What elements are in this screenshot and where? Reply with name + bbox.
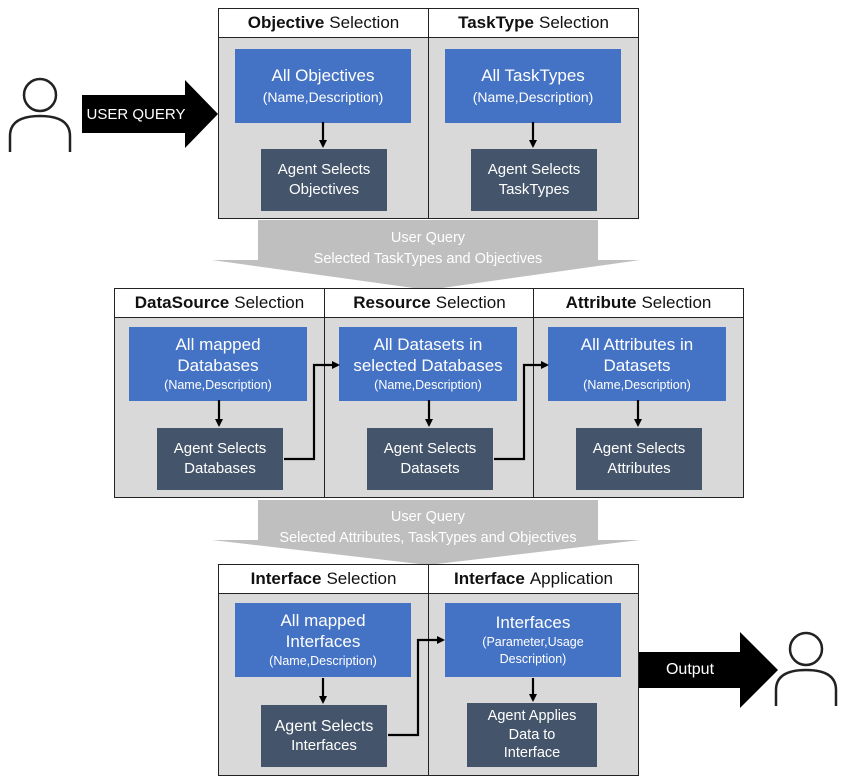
agent-selects-attributes-box: Agent Selects Attributes [576,428,702,490]
agent-selects-interfaces-box: Agent Selects Interfaces [261,705,387,767]
box-line-2: Datasets [603,355,671,375]
title-bold: Objective [247,13,325,32]
box-line-2: Databases [177,355,259,375]
all-mapped-interfaces-box: All mapped Interfaces (Name,Description) [235,603,411,677]
user-person-icon [8,77,72,152]
title-rest: Application [529,569,614,588]
banner-arrow-2 [212,500,640,565]
agent-line-2: Objectives [288,181,360,198]
box-main-text: Interfaces [495,612,571,632]
agent-line-2: Databases [184,460,256,477]
all-objectives-box: All Objectives (Name,Description) [235,49,411,123]
datasource-selection-panel: DataSource Selection All mapped Database… [114,288,325,498]
output-person-icon [774,631,838,706]
box-sub-text: (Name,Description) [472,88,594,105]
panel-title: DataSource Selection [115,289,324,318]
box-line-1: All Datasets in [373,335,483,355]
box-line-2: Interfaces [285,631,361,651]
interface-application-panel: Interface Application Interfaces (Parame… [428,564,639,776]
title-rest: Selection [435,293,506,312]
attribute-selection-panel: Attribute Selection All Attributes in Da… [533,288,744,498]
agent-line-2: Interfaces [291,736,357,754]
interfaces-parameters-box: Interfaces (Parameter,Usage Description) [445,603,621,677]
box-sub-text: (Name,Description) [164,377,272,392]
output-arrow [636,632,778,708]
title-rest: Selection [641,293,712,312]
panel-title: Objective Selection [219,9,428,38]
title-rest: Selection [329,13,400,32]
agent-line-1: Agent Applies [487,707,577,724]
agent-line-3: Interface [503,745,561,762]
agent-selects-tasktypes-box: Agent Selects TaskTypes [471,149,597,211]
panel-title: Interface Selection [219,565,428,594]
objective-selection-panel: Objective Selection All Objectives (Name… [218,8,429,219]
user-query-arrow [82,80,218,148]
banner-2-text: User Query Selected Attributes, TaskType… [240,507,616,549]
title-bold: Interface [250,569,322,588]
agent-selects-databases-box: Agent Selects Databases [157,428,283,490]
agent-line-1: Agent Selects [487,160,581,178]
box-sub-text: (Name,Description) [583,377,691,392]
agent-line-2: TaskTypes [498,181,570,198]
agent-line-1: Agent Selects [383,439,477,457]
panel-title: Attribute Selection [534,289,743,318]
box-line-1: All mapped [280,611,366,631]
title-bold: Interface [453,569,525,588]
box-line-2: selected Databases [353,355,503,375]
agent-selects-datasets-box: Agent Selects Datasets [367,428,493,490]
title-bold: TaskType [458,13,534,32]
agent-selects-objectives-box: Agent Selects Objectives [261,149,387,211]
title-bold: DataSource [134,293,230,312]
resource-selection-panel: Resource Selection All Datasets in selec… [324,288,535,498]
output-label: Output [665,661,715,678]
panel-title: TaskType Selection [429,9,638,38]
all-tasktypes-box: All TaskTypes (Name,Description) [445,49,621,123]
box-sub-text: (Name,Description) [269,653,377,668]
panel-title: Interface Application [429,565,638,594]
title-rest: Selection [538,13,609,32]
title-rest: Selection [326,569,397,588]
box-sub-text: (Name,Description) [374,377,482,392]
panel-title: Resource Selection [325,289,534,318]
box-main-text: All Objectives [271,66,375,86]
all-datasets-box: All Datasets in selected Databases (Name… [339,327,517,401]
title-rest: Selection [234,293,305,312]
agent-line-2: Attributes [607,460,671,477]
agent-line-2: Datasets [400,460,460,477]
box-sub-line-2: Description) [499,652,567,667]
interface-selection-panel: Interface Selection All mapped Interface… [218,564,429,776]
user-query-label: USER QUERY [86,105,186,123]
all-mapped-databases-box: All mapped Databases (Name,Description) [129,327,307,401]
agent-line-1: Agent Selects [173,439,267,457]
agent-line-2: Data to [508,726,556,743]
banner-line-1: User Query [390,230,466,246]
box-main-text: All TaskTypes [481,66,585,86]
all-attributes-box: All Attributes in Datasets (Name,Descrip… [548,327,726,401]
banner-1-text: User Query Selected TaskTypes and Object… [258,228,598,270]
box-line-1: All Attributes in [580,335,694,355]
tasktype-selection-panel: TaskType Selection All TaskTypes (Name,D… [428,8,639,219]
agent-line-1: Agent Selects [592,439,686,457]
box-line-1: All mapped [175,335,261,355]
box-sub-line-1: (Parameter,Usage [482,635,584,650]
agent-line-1: Agent Selects [277,160,371,178]
banner-line-2: Selected Attributes, TaskTypes and Objec… [279,530,577,547]
box-sub-text: (Name,Description) [262,88,384,105]
agent-line-1: Agent Selects [274,717,374,735]
title-bold: Resource [353,293,431,312]
agent-applies-data-box: Agent Applies Data to Interface [467,703,597,767]
banner-line-2: Selected TaskTypes and Objectives [313,251,543,268]
banner-line-1: User Query [390,509,466,525]
banner-arrow-1 [212,220,640,290]
title-bold: Attribute [565,293,637,312]
